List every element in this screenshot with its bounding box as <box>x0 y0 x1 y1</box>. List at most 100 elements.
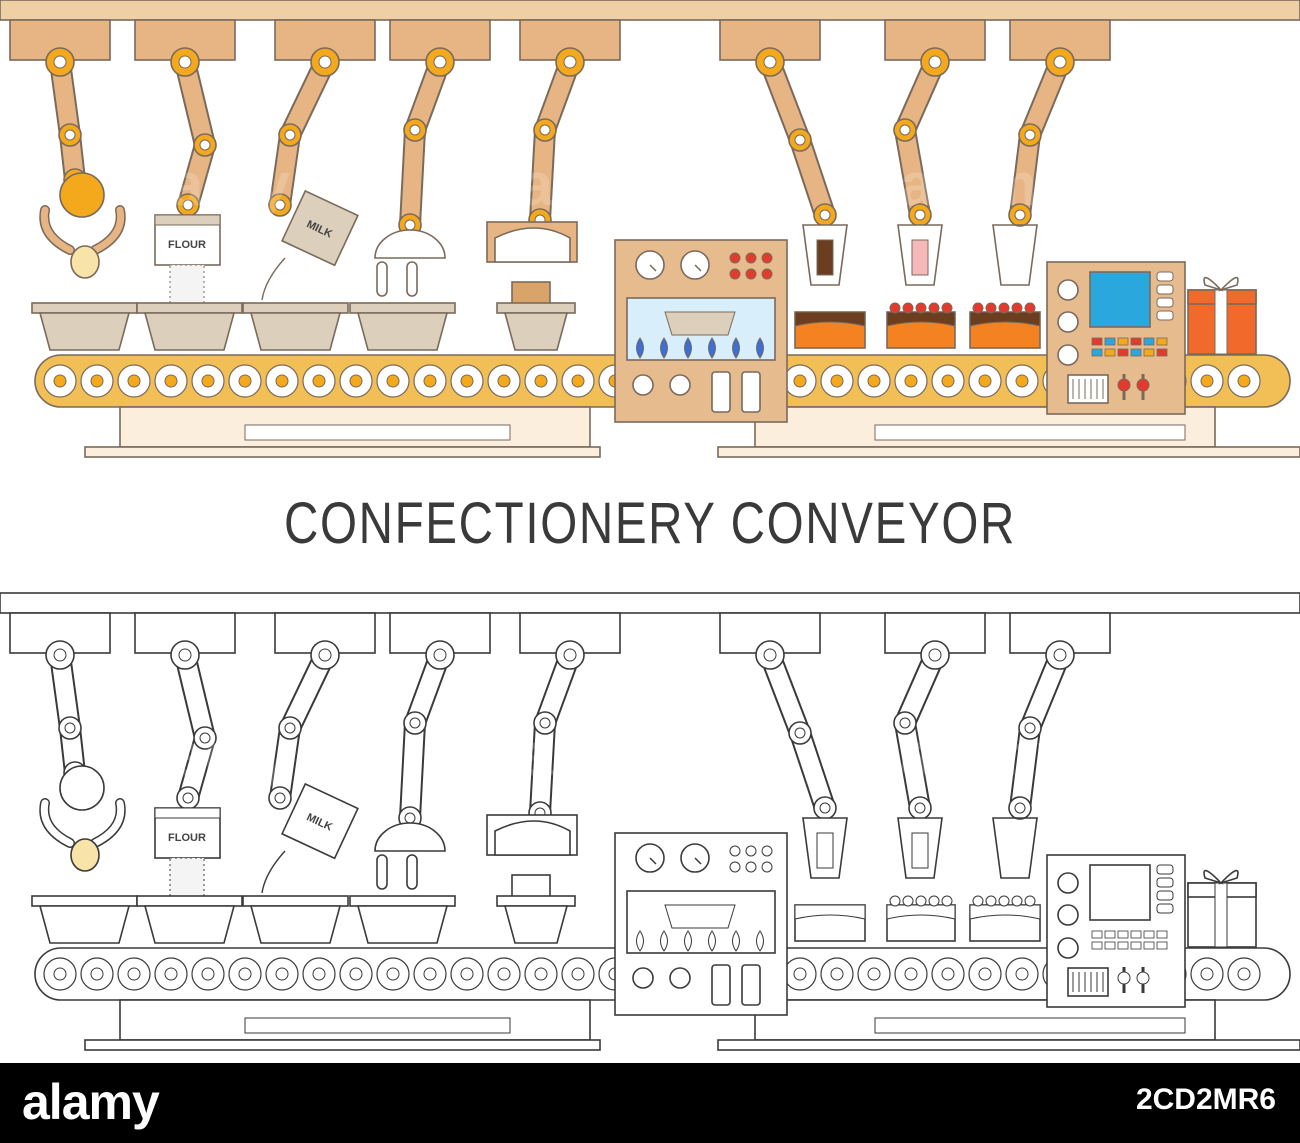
color-arm-joint-center <box>899 124 911 136</box>
color-flame <box>732 337 740 359</box>
color-control-key <box>1130 337 1142 346</box>
color-arm-joint-center <box>1014 209 1026 221</box>
color-belt-gear-hub <box>201 374 215 388</box>
color-belt-gear-hub <box>497 374 511 388</box>
outline-arm-joint-center <box>178 648 192 662</box>
color-bowl-rim <box>136 302 243 314</box>
outline-belt-gear-hub <box>423 967 437 981</box>
outline-belt-gear-hub <box>90 967 104 981</box>
outline-arm-joint-center <box>928 648 942 662</box>
outline-belt-gear-hub <box>978 967 992 981</box>
color-frosting-fill <box>816 239 834 276</box>
outline-stand-slot <box>244 1017 511 1034</box>
outline-icing-fill <box>911 832 929 869</box>
color-belt-gear-hub <box>571 374 585 388</box>
color-belt-gear-hub <box>830 374 844 388</box>
outline-dial-needle <box>649 857 657 865</box>
outline-oven-indicator <box>745 861 757 873</box>
outline-belt-gear-hub <box>312 967 326 981</box>
outline-arm-joint-center <box>64 722 76 734</box>
color-arm-joint-center <box>178 55 192 69</box>
color-oven-knob <box>632 374 654 396</box>
outline-flame <box>732 930 740 952</box>
outline-control-vent <box>1067 967 1109 997</box>
outline-stand-base <box>717 1039 1300 1051</box>
color-stand-base <box>717 446 1300 458</box>
outline-flame <box>708 930 716 952</box>
color-control-key <box>1117 348 1129 357</box>
color-control-key <box>1143 337 1155 346</box>
outline-gripper-claws <box>40 799 125 847</box>
outline-press-head <box>494 820 571 856</box>
color-belt-gear-hub <box>1200 374 1214 388</box>
outline-oven-knob <box>669 967 691 989</box>
color-belt-gear-hub <box>1015 374 1029 388</box>
outline-arm-link <box>176 646 214 807</box>
outline-arm-joint-center <box>763 648 777 662</box>
outline-control-key <box>1117 941 1129 950</box>
outline-lever-knob <box>1136 971 1150 985</box>
color-cherry <box>1024 302 1036 314</box>
color-arm-joint-center <box>64 129 76 141</box>
color-belt-gear-hub <box>53 374 67 388</box>
outline-arm-joint-center <box>318 648 332 662</box>
color-cherry <box>1011 302 1023 314</box>
color-belt-gear-hub <box>460 374 474 388</box>
color-lever-knob <box>1117 378 1131 392</box>
outline-belt-gear-hub <box>386 967 400 981</box>
outline-cherry <box>1024 895 1036 907</box>
outline-gift-ribbon <box>1214 882 1228 948</box>
color-cherry <box>889 302 901 314</box>
color-belt-gear-hub <box>238 374 252 388</box>
outline-arm-joint-center <box>404 812 416 824</box>
alamy-logo: alamy <box>22 1074 160 1130</box>
outline-cherry-nozzle <box>992 817 1038 879</box>
color-cherry <box>928 302 940 314</box>
outline-milk-carton: MILK <box>280 782 359 860</box>
outline-arm-joint-center <box>199 732 211 744</box>
color-control-button <box>1156 310 1174 321</box>
color-cake-frosting <box>794 311 866 327</box>
color-cherry <box>941 302 953 314</box>
color-press-head <box>494 227 571 263</box>
color-dial-needle <box>649 264 657 272</box>
outline-oven-switch <box>741 964 761 1006</box>
outline-belt-gear-hub <box>1200 967 1214 981</box>
outline-milk-carton-body <box>280 782 359 860</box>
color-flame <box>684 337 692 359</box>
outline-arm-joint-center <box>899 717 911 729</box>
color-egg <box>70 245 100 279</box>
color-control-key <box>1104 348 1116 357</box>
banner-title: CONFECTIONERY CONVEYOR <box>284 491 1016 556</box>
color-bowl <box>356 312 449 351</box>
color-milk-carton-body <box>280 189 359 267</box>
outline-belt-gear-hub <box>127 967 141 981</box>
outline-bowl-rim <box>349 895 456 907</box>
outline-bowl <box>38 905 131 944</box>
outline-ceiling-rail <box>0 592 1300 614</box>
outline-belt-gear-hub <box>1015 967 1029 981</box>
outline-belt-gear-hub <box>238 967 252 981</box>
outline-arm-joint-center <box>819 802 831 814</box>
outline-stand-base <box>84 1039 601 1051</box>
outline-arm-joint-center <box>274 792 286 804</box>
outline-belt-gear-hub <box>904 967 918 981</box>
color-control-key <box>1091 337 1103 346</box>
color-control-button <box>1156 271 1174 282</box>
color-belt-gear-hub <box>867 374 881 388</box>
color-belt-gear-hub <box>349 374 363 388</box>
color-arm-joint-center <box>274 199 286 211</box>
outline-arm-joint-center <box>1014 802 1026 814</box>
color-belt-gear-hub <box>1237 374 1251 388</box>
color-belt-gear-hub <box>793 374 807 388</box>
outline-control-key <box>1104 941 1116 950</box>
color-cherry-nozzle <box>992 224 1038 286</box>
outline-arm-joint-center <box>53 648 67 662</box>
color-cherry <box>902 302 914 314</box>
color-stand-slot <box>244 424 511 441</box>
color-oven-indicator <box>729 252 741 264</box>
outline-flame <box>636 930 644 952</box>
outline-control-button <box>1156 864 1174 875</box>
